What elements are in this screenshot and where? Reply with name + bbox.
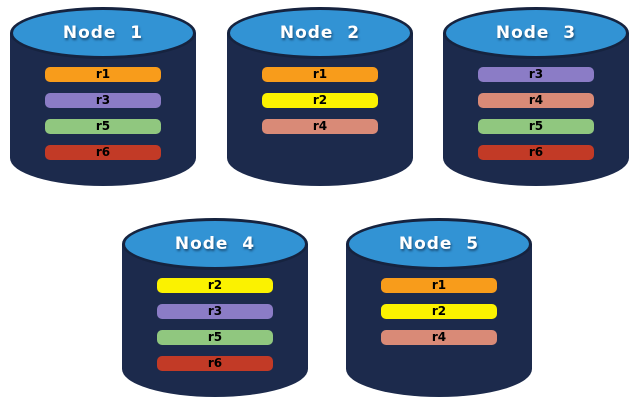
replica-bar: r5 xyxy=(157,330,273,345)
replica-bar: r3 xyxy=(45,93,161,108)
replica-list: r1 r2 r4 xyxy=(381,278,497,345)
replica-bar: r1 xyxy=(262,67,378,82)
node-title: Node 3 xyxy=(495,23,577,43)
node-4-cylinder: Node 4 r2 r3 r5 r6 xyxy=(122,218,308,397)
replica-bar: r4 xyxy=(381,330,497,345)
cylinder-top: Node 1 xyxy=(10,7,196,59)
cylinder-top: Node 5 xyxy=(346,218,532,270)
cylinder-top: Node 4 xyxy=(122,218,308,270)
node-3-cylinder: Node 3 r3 r4 r5 r6 xyxy=(443,7,629,186)
replica-bar: r1 xyxy=(45,67,161,82)
node-1-cylinder: Node 1 r1 r3 r5 r6 xyxy=(10,7,196,186)
replica-bar: r4 xyxy=(478,93,594,108)
replica-list: r3 r4 r5 r6 xyxy=(478,67,594,160)
cylinder-top: Node 3 xyxy=(443,7,629,59)
replica-bar: r2 xyxy=(157,278,273,293)
replica-list: r1 r2 r4 xyxy=(262,67,378,134)
replica-bar: r2 xyxy=(262,93,378,108)
replica-bar: r6 xyxy=(157,356,273,371)
replica-bar: r6 xyxy=(45,145,161,160)
node-title: Node 5 xyxy=(398,234,480,254)
replica-bar: r5 xyxy=(478,119,594,134)
replica-bar: r3 xyxy=(157,304,273,319)
node-title: Node 1 xyxy=(62,23,144,43)
replica-bar: r6 xyxy=(478,145,594,160)
node-title: Node 2 xyxy=(279,23,361,43)
replica-bar: r1 xyxy=(381,278,497,293)
replica-bar: r5 xyxy=(45,119,161,134)
replica-bar: r4 xyxy=(262,119,378,134)
cylinder-top: Node 2 xyxy=(227,7,413,59)
node-2-cylinder: Node 2 r1 r2 r4 xyxy=(227,7,413,186)
replica-list: r2 r3 r5 r6 xyxy=(157,278,273,371)
node-title: Node 4 xyxy=(174,234,256,254)
node-5-cylinder: Node 5 r1 r2 r4 xyxy=(346,218,532,397)
replica-bar: r3 xyxy=(478,67,594,82)
replica-bar: r2 xyxy=(381,304,497,319)
replica-list: r1 r3 r5 r6 xyxy=(45,67,161,160)
